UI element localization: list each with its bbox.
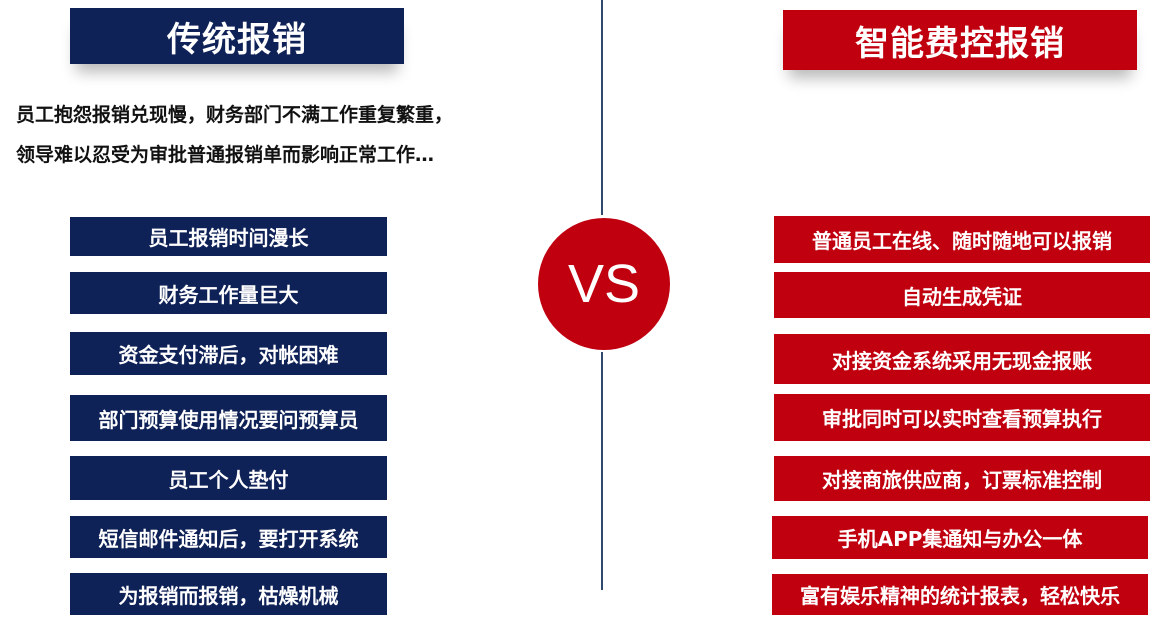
traditional-item-3: 资金支付滞后，对帐困难 — [70, 332, 387, 375]
smart-item-2: 自动生成凭证 — [774, 272, 1150, 318]
vs-badge: VS — [538, 218, 670, 350]
intro-line-1: 员工抱怨报销兑现慢，财务部门不满工作重复繁重， — [16, 104, 454, 126]
smart-item-6: 手机APP集通知与办公一体 — [772, 516, 1148, 559]
center-divider-bottom — [601, 352, 603, 590]
smart-item-5: 对接商旅供应商，订票标准控制 — [774, 456, 1150, 501]
smart-expense-control-title: 智能费控报销 — [783, 10, 1137, 70]
smart-item-4: 审批同时可以实时查看预算执行 — [774, 394, 1150, 441]
smart-item-1: 普通员工在线、随时随地可以报销 — [774, 216, 1150, 263]
traditional-item-1: 员工报销时间漫长 — [70, 217, 387, 256]
smart-item-3: 对接资金系统采用无现金报账 — [774, 334, 1150, 384]
traditional-reimbursement-title: 传统报销 — [70, 8, 404, 64]
traditional-item-4: 部门预算使用情况要问预算员 — [70, 395, 387, 441]
smart-item-7: 富有娱乐精神的统计报表，轻松快乐 — [772, 574, 1148, 615]
center-divider-top — [601, 0, 603, 215]
intro-line-2: 领导难以忍受为审批普通报销单而影响正常工作… — [16, 144, 435, 166]
traditional-item-5: 员工个人垫付 — [70, 456, 387, 500]
traditional-intro-text: 员工抱怨报销兑现慢，财务部门不满工作重复繁重， 领导难以忍受为审批普通报销单而影… — [16, 95, 556, 175]
traditional-item-6: 短信邮件通知后，要打开系统 — [70, 516, 387, 558]
traditional-item-7: 为报销而报销，枯燥机械 — [70, 573, 387, 615]
traditional-item-2: 财务工作量巨大 — [70, 272, 387, 314]
